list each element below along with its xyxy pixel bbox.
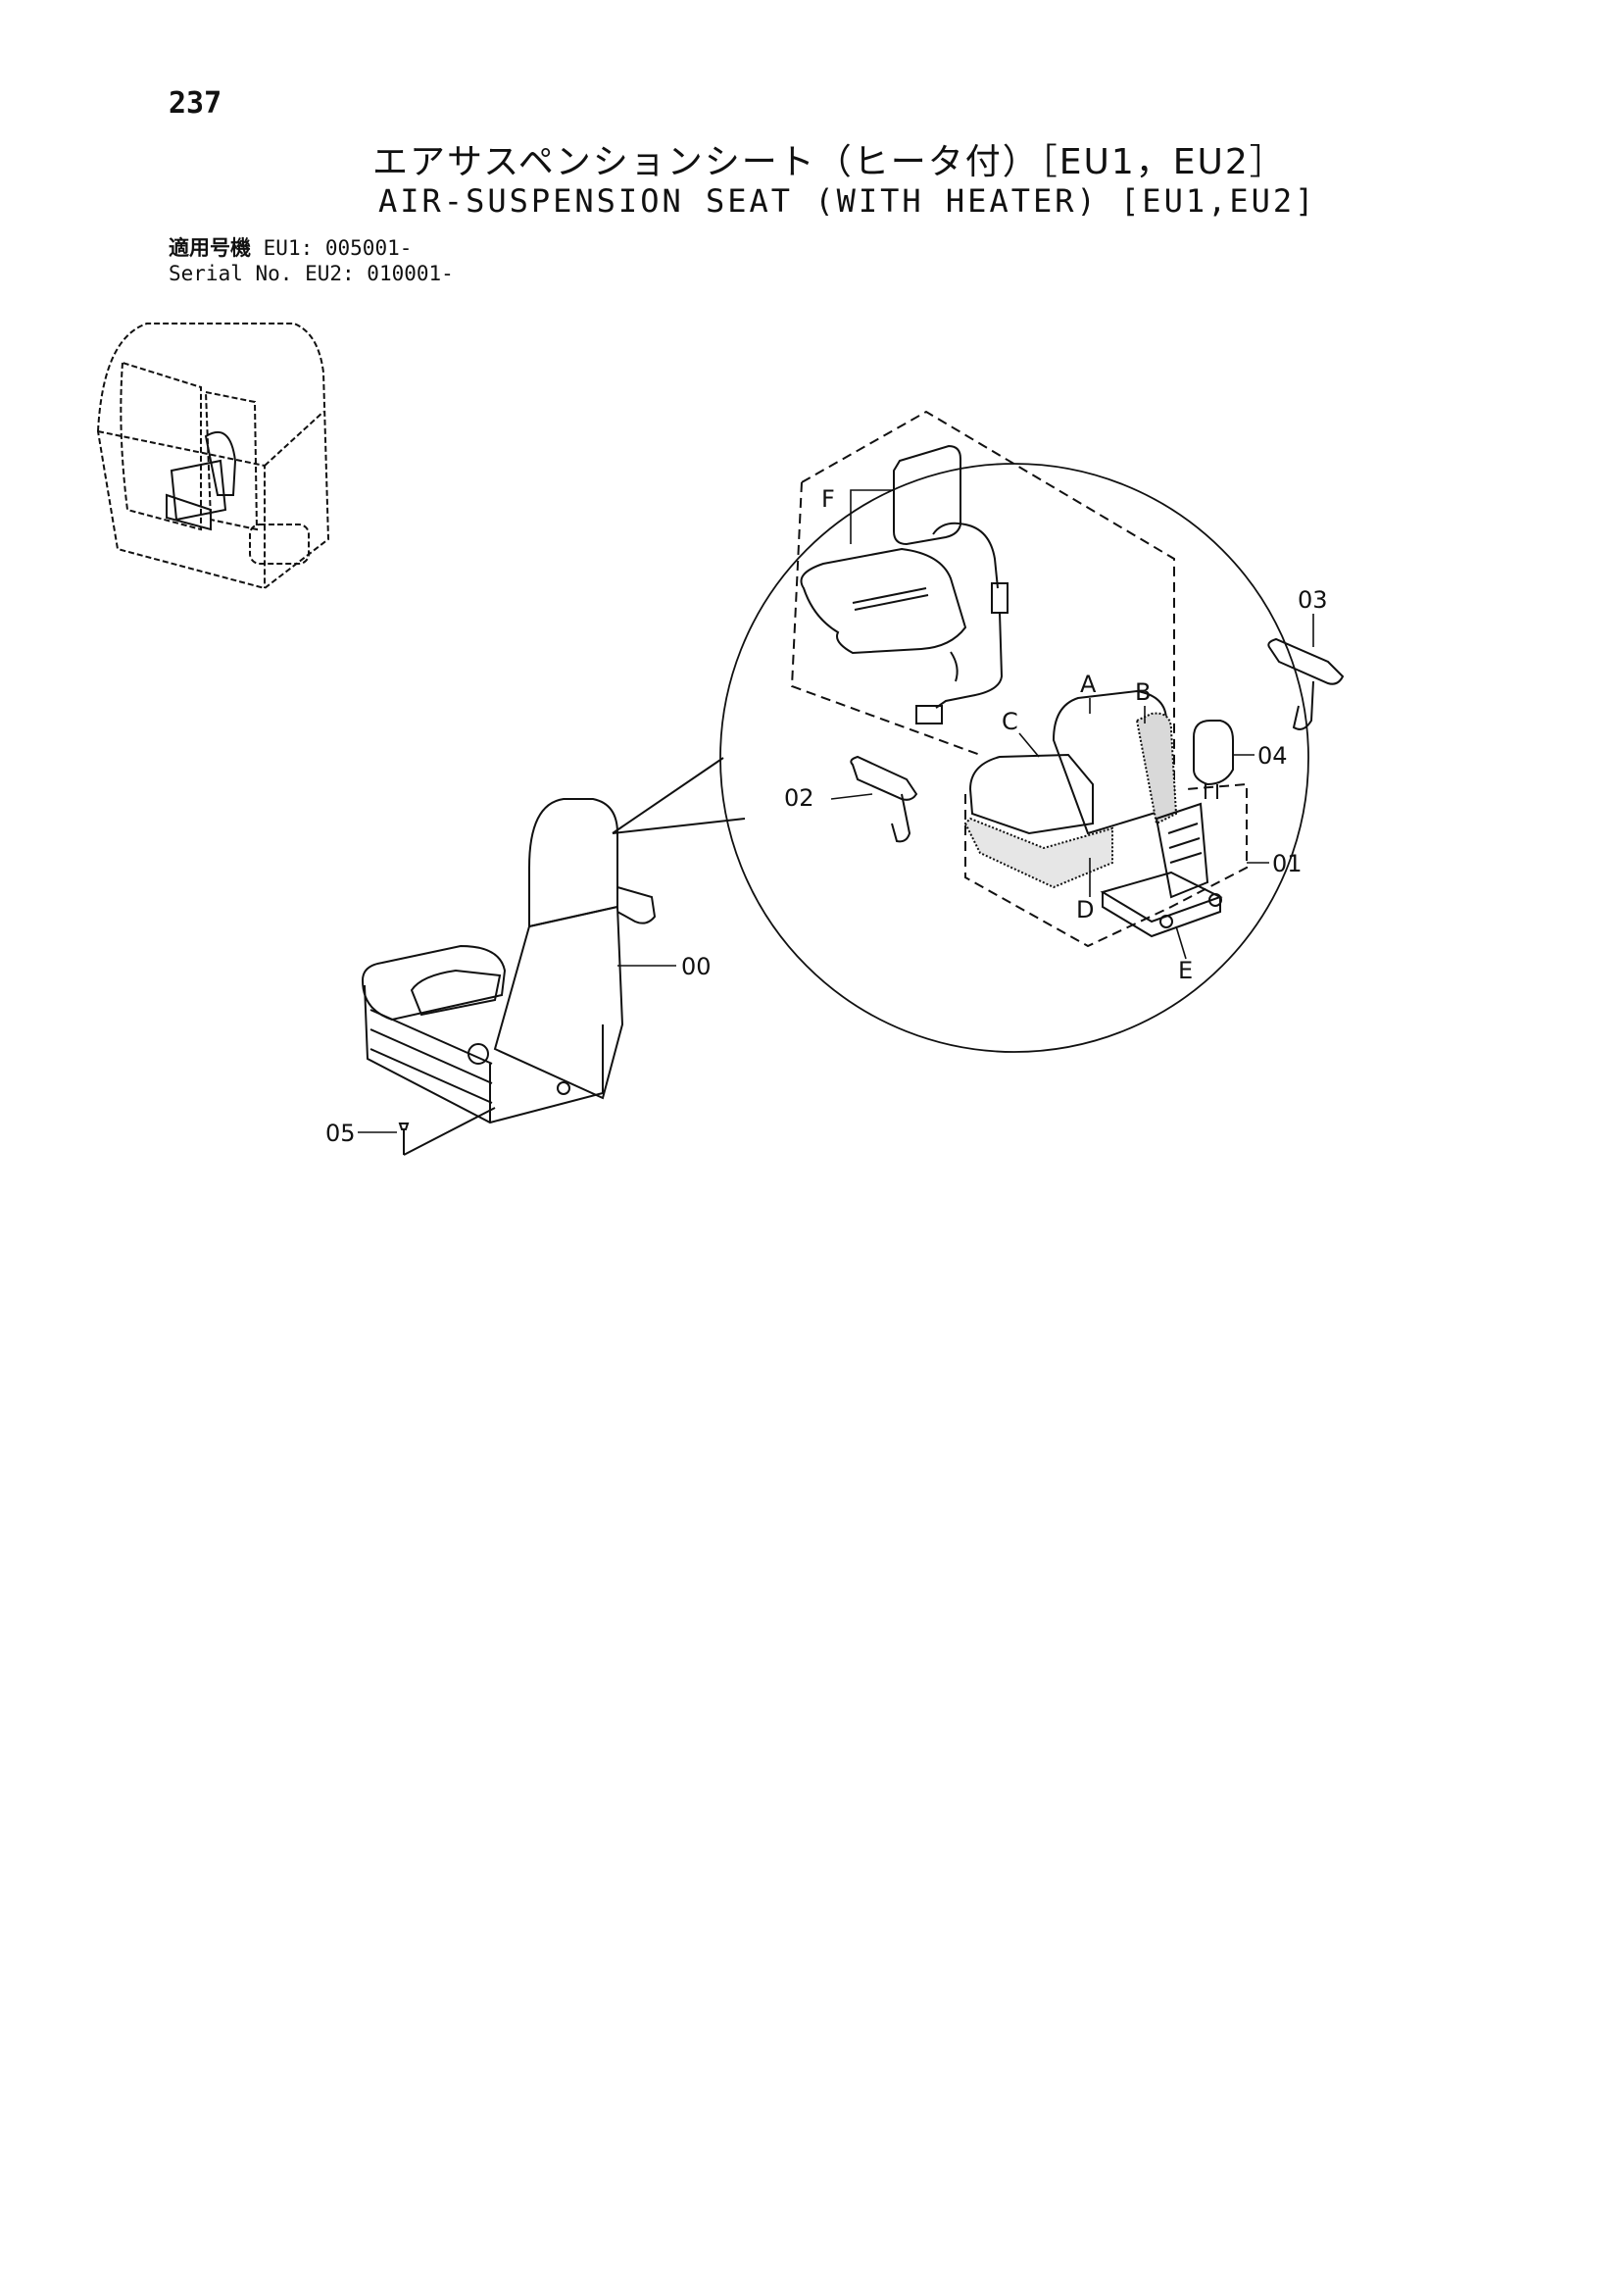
- heater-kit-box: [790, 410, 1175, 814]
- cab-seat-thumbnail: [166, 430, 237, 531]
- seat-assembly-abcd: [963, 689, 1178, 889]
- callout-b: B: [1135, 678, 1151, 706]
- callout-00: 00: [681, 953, 712, 980]
- cab-key-illustration: [96, 323, 330, 590]
- bolt-05: [398, 1107, 496, 1156]
- callout-e: E: [1178, 957, 1193, 984]
- serial-label-en: Serial No.: [169, 262, 293, 285]
- callout-03: 03: [1298, 586, 1328, 614]
- callout-a: A: [1080, 671, 1097, 698]
- serial-block: 適用号機 EU1: 005001- Serial No. EU2: 010001…: [169, 235, 454, 286]
- armrest-02: [850, 755, 918, 843]
- page-number: 237: [169, 86, 222, 121]
- magnify-line-bottom: [612, 818, 746, 834]
- title-japanese: エアサスペンションシート（ヒータ付）［EU1，EU2］: [372, 142, 1287, 182]
- callout-01: 01: [1272, 850, 1303, 877]
- callout-leaders: [358, 489, 1314, 1133]
- callout-f: F: [821, 485, 835, 513]
- callout-05: 05: [325, 1120, 356, 1147]
- callout-04: 04: [1257, 742, 1288, 770]
- magnify-line-top: [612, 757, 724, 834]
- callout-02: 02: [784, 784, 814, 812]
- serial-eu2: EU2: 010001-: [305, 262, 454, 285]
- detail-circle: [719, 463, 1309, 1053]
- callout-c: C: [1002, 708, 1018, 735]
- main-seat-00: [361, 798, 657, 1124]
- callout-d: D: [1076, 896, 1094, 923]
- heater-pad-f: [800, 444, 1009, 724]
- seat-frame-e: [1100, 802, 1223, 938]
- serial-eu1: EU1: 005001-: [263, 236, 413, 260]
- title-english: AIR-SUSPENSION SEAT (WITH HEATER) [EU1,E…: [378, 182, 1317, 220]
- seat-frame-box: [964, 782, 1248, 948]
- serial-label-jp: 適用号機: [169, 236, 251, 260]
- armrest-03: [1267, 637, 1345, 730]
